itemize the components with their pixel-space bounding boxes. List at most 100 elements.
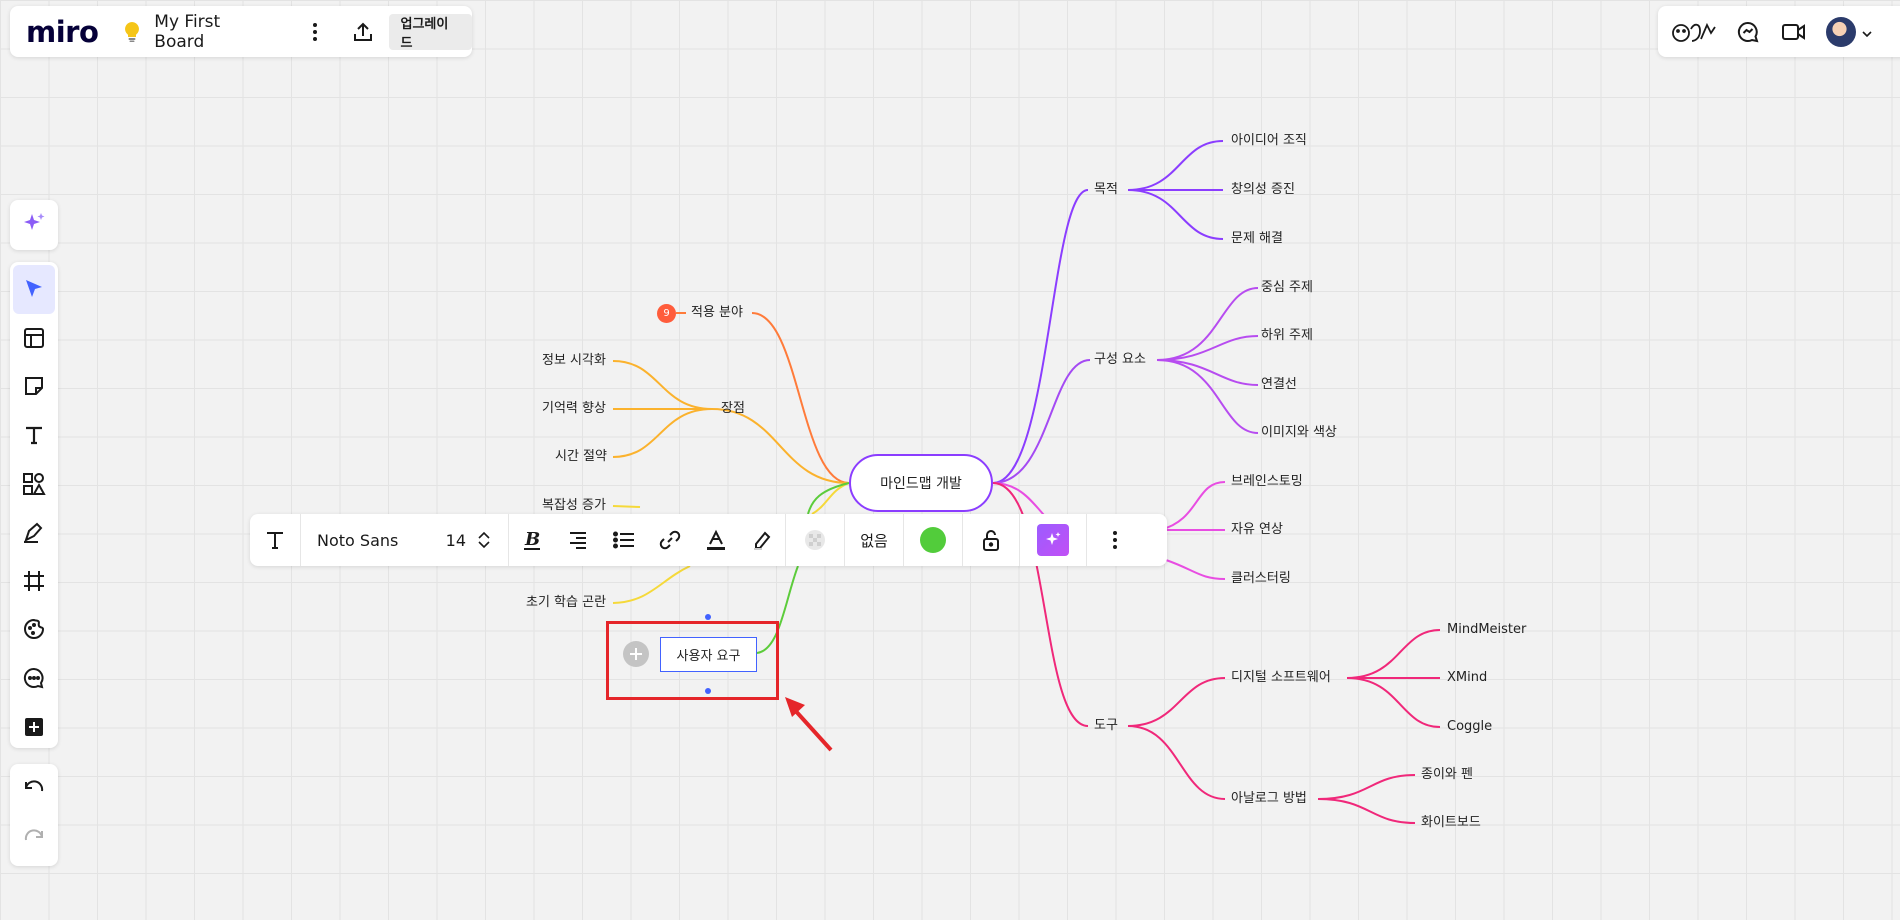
upgrade-button[interactable]: 업그레이드: [388, 13, 472, 51]
node-component-2[interactable]: 하위 주제: [1261, 328, 1313, 343]
branch-digital-3: [1346, 677, 1441, 728]
node-analog[interactable]: 아날로그 방법: [1231, 791, 1307, 806]
link-icon[interactable]: [647, 514, 693, 566]
mindmap-root-node[interactable]: 마인드맵 개발: [849, 454, 993, 512]
bold-icon[interactable]: B: [509, 514, 555, 566]
node-cons-2[interactable]: 초기 학습 곤란: [526, 595, 607, 610]
node-components[interactable]: 구성 요소: [1094, 352, 1146, 367]
miro-logo[interactable]: miro: [26, 14, 99, 49]
comment-count-badge[interactable]: 9: [657, 304, 676, 323]
more-icon[interactable]: [1087, 514, 1143, 566]
font-size-stepper[interactable]: [472, 514, 496, 566]
divider: [508, 514, 509, 566]
node-purpose-2[interactable]: 창의성 증진: [1231, 182, 1295, 197]
font-family-select[interactable]: Noto Sans: [317, 530, 399, 550]
node-tools[interactable]: 도구: [1094, 718, 1118, 733]
sparkles-icon[interactable]: [22, 211, 46, 239]
vertical-dots-icon[interactable]: [297, 14, 333, 50]
branch-merits: [711, 408, 850, 484]
divider: [1086, 514, 1087, 566]
node-method-2[interactable]: 자유 연상: [1231, 522, 1283, 537]
board-title[interactable]: My First Board: [154, 11, 221, 52]
node-merit-2[interactable]: 기억력 향상: [542, 401, 606, 416]
comment-icon[interactable]: [10, 654, 58, 703]
font-size-input[interactable]: 14: [445, 530, 466, 550]
divider: [785, 514, 786, 566]
user-avatar[interactable]: [1826, 16, 1856, 47]
annotation-arrow: [785, 697, 833, 752]
list-icon[interactable]: [601, 514, 647, 566]
video-icon[interactable]: [1776, 14, 1812, 50]
node-field[interactable]: 적용 분야: [691, 305, 743, 320]
chat-icon[interactable]: [1730, 14, 1766, 50]
branch-components-4: [1156, 359, 1259, 434]
branch-purpose-1: [1127, 140, 1224, 191]
node-component-1[interactable]: 중심 주제: [1261, 280, 1313, 295]
add-node-button[interactable]: [623, 641, 649, 667]
branch-cons-2: [612, 565, 691, 604]
templates-icon[interactable]: [10, 314, 58, 363]
fill-icon[interactable]: [786, 514, 844, 566]
node-digital-3[interactable]: Coggle: [1447, 719, 1493, 734]
frame-icon[interactable]: [10, 557, 58, 606]
branch-analog-1: [1317, 774, 1416, 800]
node-analog-1[interactable]: 종이와 펜: [1421, 767, 1473, 782]
text-format-toolbar: Noto Sans 14 B 없음: [250, 514, 1167, 566]
node-purpose-3[interactable]: 문제 해결: [1231, 231, 1283, 246]
node-merit-1[interactable]: 정보 시각화: [542, 353, 606, 368]
divider: [1019, 514, 1020, 566]
highlight-icon[interactable]: [739, 514, 785, 566]
text-icon[interactable]: [10, 411, 58, 460]
align-icon[interactable]: [555, 514, 601, 566]
branch-purpose: [992, 189, 1089, 484]
resize-handle-top[interactable]: [705, 614, 711, 620]
undo-icon[interactable]: [10, 764, 58, 813]
lightbulb-icon[interactable]: [122, 20, 142, 44]
node-digital[interactable]: 디지털 소프트웨어: [1231, 670, 1331, 685]
collaboration-bar: [1658, 6, 1900, 57]
branch-field: [751, 312, 850, 484]
ai-icon[interactable]: [1020, 514, 1086, 566]
redo-icon[interactable]: [10, 813, 58, 862]
select-icon[interactable]: [13, 265, 55, 314]
node-merit-3[interactable]: 시간 절약: [555, 449, 607, 464]
shapes-icon[interactable]: [10, 459, 58, 508]
chevron-down-icon[interactable]: [1862, 22, 1872, 41]
node-purpose[interactable]: 목적: [1094, 182, 1118, 197]
annotation-highlight-box: [606, 621, 779, 700]
node-analog-2[interactable]: 화이트보드: [1421, 815, 1481, 830]
node-purpose-1[interactable]: 아이디어 조직: [1231, 133, 1307, 148]
chevron-up-icon[interactable]: [478, 531, 490, 539]
resize-handle-bottom[interactable]: [705, 688, 711, 694]
node-digital-1[interactable]: MindMeister: [1447, 622, 1527, 637]
more-apps-icon[interactable]: [10, 702, 58, 751]
upload-icon[interactable]: [345, 14, 381, 50]
border-style-select[interactable]: 없음: [860, 531, 888, 550]
sticky-note-icon[interactable]: [10, 362, 58, 411]
text-color-icon[interactable]: [693, 514, 739, 566]
node-component-4[interactable]: 이미지와 색상: [1261, 425, 1337, 440]
board-header: miro My First Board 업그레이드: [10, 6, 472, 57]
chevron-down-icon[interactable]: [478, 541, 490, 549]
sticker-icon[interactable]: [10, 605, 58, 654]
color-picker[interactable]: [904, 514, 962, 566]
node-method-3[interactable]: 클러스터링: [1231, 571, 1291, 586]
node-digital-2[interactable]: XMind: [1447, 670, 1488, 685]
node-cons-1[interactable]: 복잡성 증가: [542, 498, 606, 513]
node-merits[interactable]: 장점: [721, 401, 745, 416]
text-type-icon[interactable]: [250, 514, 300, 566]
lock-icon[interactable]: [963, 514, 1019, 566]
divider: [903, 514, 904, 566]
node-component-3[interactable]: 연결선: [1261, 377, 1297, 392]
branch-components: [992, 359, 1091, 484]
pen-icon[interactable]: [10, 508, 58, 557]
plus-icon: [630, 648, 642, 660]
selected-node-user-needs[interactable]: 사용자 요구: [660, 637, 757, 672]
reactions-icon[interactable]: [1668, 14, 1720, 50]
branch-digital-1: [1346, 629, 1441, 679]
history-panel: [10, 764, 58, 866]
node-method-1[interactable]: 브레인스토밍: [1231, 474, 1303, 489]
branch-tools-analog: [1127, 725, 1226, 800]
divider: [962, 514, 963, 566]
